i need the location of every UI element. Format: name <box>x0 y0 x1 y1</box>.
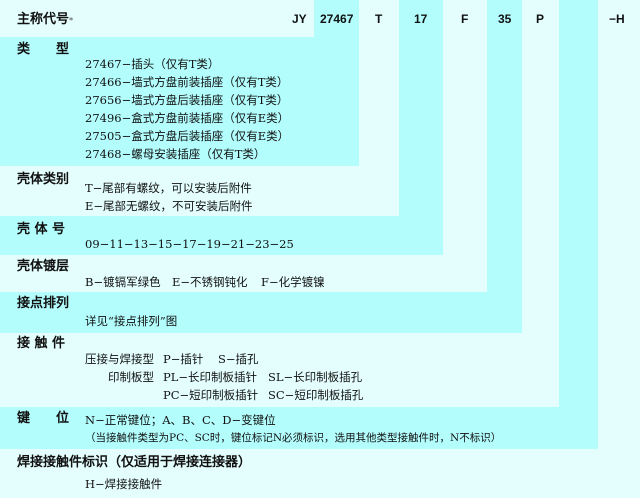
contact-item: P−插针 <box>163 352 204 366</box>
contact-item: PC−短印制板插针 <box>163 388 259 402</box>
solder-label: 焊接接触件标识（仅适用于焊接连接器） <box>17 455 252 470</box>
type-item: 27468−螺母安装插座（仅有T类） <box>85 147 266 161</box>
code-p: P <box>536 12 545 26</box>
contact-item: SL−长印制板插孔 <box>268 370 363 384</box>
code-t: T <box>375 12 383 26</box>
plating-item: F−化学镀镍 <box>261 275 325 289</box>
header-band <box>0 0 314 37</box>
contact-arrangement-band <box>0 292 522 333</box>
keying-band <box>0 407 598 449</box>
type-band <box>0 37 359 166</box>
contact-item: PL−长印制板插针 <box>163 370 258 384</box>
contact-arrangement-label: 接点排列 <box>17 296 70 311</box>
contact-band <box>0 333 559 407</box>
type-item: 27496−盒式方盘前装插座（仅有E类） <box>85 111 290 125</box>
type-item: 27466−墙式方盘前装插座（仅有T类） <box>85 75 289 89</box>
code-f: F <box>461 12 469 26</box>
plating-item: E−不锈钢钝化 <box>172 275 248 289</box>
shell-category-item: T−尾部有螺纹，可以安装后附件 <box>85 181 252 195</box>
contact-item: S−插孔 <box>218 352 259 366</box>
keying-note: （当接触件类型为PC、SC时，键位标记N必须标识，选用其他类型接触件时，N不标识… <box>85 432 502 444</box>
plating-label: 壳体镀层 <box>17 259 70 274</box>
keying-item: N−正常键位；A、B、C、D−变键位 <box>85 413 276 427</box>
solder-item: H−焊接接触件 <box>85 477 163 491</box>
column-h <box>598 0 640 498</box>
code-27467: 27467 <box>320 12 354 26</box>
keying-label: 键 位 <box>17 411 70 426</box>
shell-category-label: 壳体类别 <box>17 172 70 187</box>
plating-band <box>0 255 487 292</box>
contact-item: 压接与焊接型 <box>85 352 154 366</box>
shell-category-band <box>0 166 399 216</box>
shell-size-band <box>0 216 443 255</box>
shell-size-label: 壳 体 号 <box>17 222 66 237</box>
code-jy: JY <box>292 12 307 26</box>
contact-label: 接 触 件 <box>17 336 66 351</box>
plating-item: B−镀镉军绿色 <box>85 275 161 289</box>
header-label: 主称代号* <box>17 12 74 27</box>
type-item: 27656−墙式方盘后装插座（仅有T类） <box>85 93 289 107</box>
code-35: 35 <box>498 12 512 26</box>
shell-category-item: E−尾部无螺纹，不可安装后附件 <box>85 199 253 213</box>
code-17: 17 <box>414 12 428 26</box>
contact-item: 印制板型 <box>108 370 154 384</box>
contact-arrangement-item: 详见“接点排列”图 <box>85 314 178 328</box>
type-item: 27467−插头（仅有T类） <box>85 57 220 71</box>
type-label: 类 型 <box>17 42 70 57</box>
shell-size-item: 09−11−13−15−17−19−21−23−25 <box>85 237 294 251</box>
contact-item: SC−短印制板插孔 <box>268 388 364 402</box>
solder-band <box>0 449 640 498</box>
code-h: −H <box>609 12 625 26</box>
type-item: 27505−盒式方盘后装插座（仅有E类） <box>85 129 290 143</box>
